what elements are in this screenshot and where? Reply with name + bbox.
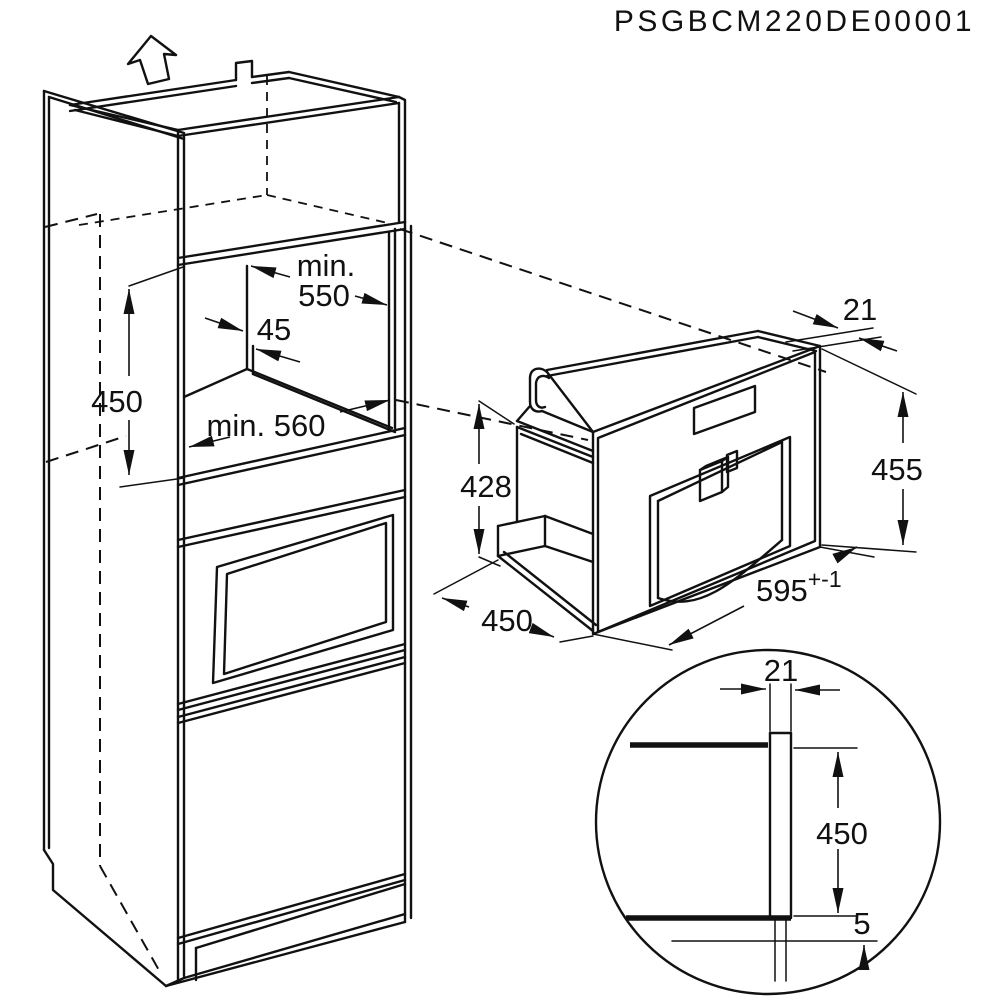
detail-circle-view: 21 450 5 [594,648,942,996]
panel-thickness-label: 21 [843,292,877,327]
niche-width-prefix-label: min. [297,248,356,283]
plinth [194,882,407,950]
machine-step [496,425,595,564]
detail-clearance-dimension: 5 [853,906,871,970]
rear-gap-label: 45 [257,312,291,347]
detail-clearance-label: 5 [853,906,870,941]
panel-width-label: 595 [756,573,808,608]
rear-gap-dimension: 45 [204,312,301,363]
detail-thickness-label: 21 [764,653,798,688]
detail-thickness-dimension: 21 [720,653,840,696]
panel-cross-section [768,683,793,982]
detail-height-dimension: 450 [793,747,868,917]
cabinet-front-frame [176,128,413,982]
shelf-sections [626,742,878,942]
front-panel [591,344,822,636]
appliance-niche [176,227,407,487]
detail-height-label: 450 [816,816,868,851]
dispenser-recess [648,435,792,608]
niche-height-label: 450 [91,384,143,419]
panel-height-dimension: 455 [821,348,923,553]
drip-tray-curve [656,538,784,603]
niche-height-dimension: 450 [91,266,185,488]
panel-width-dimension: 595+-1 [592,546,875,651]
service-hook [528,367,549,413]
body-height-label: 428 [460,469,512,504]
detail-circle [594,648,942,996]
body-depth-dimension: 450 [433,559,594,643]
svg-text:595+-1: 595+-1 [756,566,842,608]
cabinet-left-side-panel [42,89,186,988]
vent-trim-band [176,488,407,549]
panel-thickness-dimension: 21 [792,292,898,352]
lower-door-and-plinth [164,872,407,988]
machine-body [496,329,822,633]
niche-depth-dimension: min. 560 [188,399,391,448]
body-depth-label: 450 [481,603,533,638]
oven-door [176,513,407,725]
lower-door-bottom-edge [176,872,407,940]
niche-width-label: 550 [298,278,350,313]
niche-width-dimension: min. 550 [250,248,388,313]
display-window [692,384,757,436]
panel-height-label: 455 [871,452,923,487]
coffee-machine-drawing: 21 455 428 450 [433,292,923,651]
tall-cabinet-drawing: min. 550 45 450 min. 560 [42,34,413,988]
drawing-code-title: PSGBCM220DE00001 [614,5,975,38]
body-height-dimension: 428 [460,400,515,567]
oven-door-window [211,513,395,685]
panel-width-tolerance-label: +-1 [808,566,842,592]
projection-lines [395,228,827,441]
service-rails [515,404,595,465]
upper-compartment [68,59,407,226]
coffee-spout [698,449,739,503]
removal-direction-up-arrow-icon [126,34,178,86]
